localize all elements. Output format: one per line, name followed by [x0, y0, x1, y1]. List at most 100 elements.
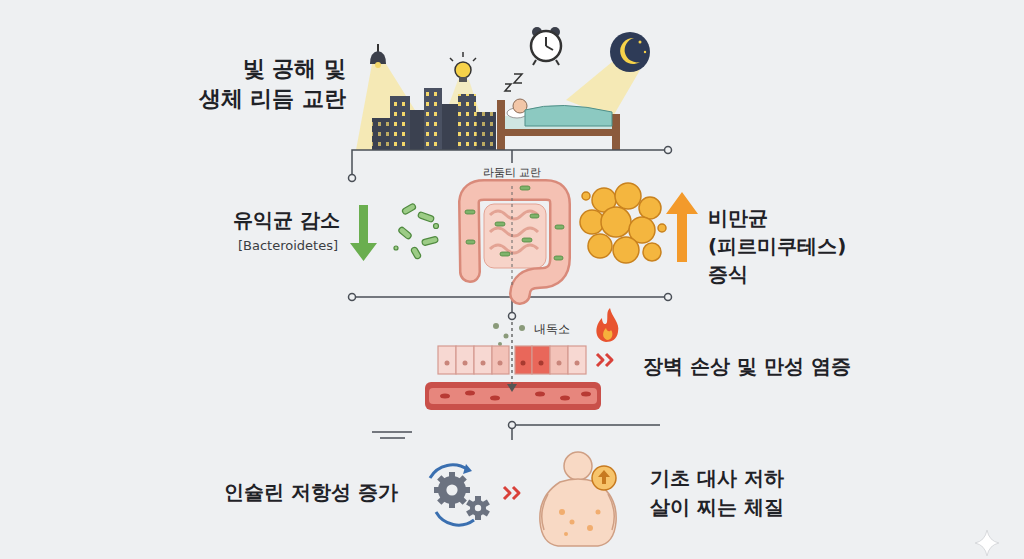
intestine-illustration — [469, 190, 560, 294]
good-bacteria — [398, 226, 413, 240]
gear-icon — [438, 476, 466, 504]
clock-icon — [545, 37, 547, 46]
flow-brackets — [512, 425, 660, 440]
intestine-illustration — [530, 214, 539, 218]
bulb-icon — [455, 62, 471, 78]
lamp-icon — [370, 44, 386, 68]
blood-vessel — [535, 392, 545, 397]
sub-label: [Bacteroidetes] — [238, 238, 338, 254]
flame-icon — [596, 308, 618, 342]
cell-nuclei — [445, 361, 450, 366]
bed-icon — [525, 105, 612, 126]
gear-icon — [430, 464, 490, 525]
endotoxin-dots — [498, 342, 502, 346]
city-skyline — [442, 104, 458, 150]
person-figure — [559, 509, 601, 536]
cell-nuclei — [498, 361, 503, 366]
gut-wall-cells — [474, 346, 492, 374]
intestine-illustration — [555, 225, 564, 229]
good-bacteria — [421, 236, 438, 246]
clock-icon — [533, 60, 536, 65]
stage-label: 장벽 손상 및 만성 염증 — [643, 354, 851, 378]
stage-label: 인슐린 저항성 증가 — [224, 480, 398, 504]
bad-bacteria — [639, 197, 661, 219]
blood-vessel — [425, 382, 601, 410]
lamp-icon — [375, 62, 381, 68]
intestine-illustration — [490, 211, 538, 253]
cell-nuclei — [463, 361, 468, 366]
bed-icon — [497, 74, 620, 150]
good-bacteria — [417, 211, 434, 222]
leak-arrow — [507, 384, 517, 392]
bracket-dots — [665, 294, 672, 301]
bad-bacteria — [643, 243, 661, 261]
leak-arrow — [511, 322, 512, 386]
intestine-illustration — [465, 186, 564, 260]
intestine-illustration — [512, 186, 513, 286]
city-skyline — [424, 88, 442, 150]
clock-icon — [546, 46, 553, 50]
gear-icon — [446, 484, 457, 495]
person-figure — [564, 452, 592, 480]
cell-nuclei — [521, 361, 526, 366]
increase-arrow — [666, 192, 698, 262]
chevrons — [513, 487, 519, 499]
person-figure — [587, 525, 593, 531]
stage-label: 유익균 감소 — [233, 208, 340, 232]
chevrons — [504, 487, 510, 499]
bed-icon — [497, 128, 620, 136]
flow-brackets — [372, 431, 412, 433]
endotoxin-dots — [519, 325, 525, 331]
flow-brackets — [511, 150, 513, 163]
cell-nuclei — [481, 361, 486, 366]
moon-icon — [610, 32, 650, 72]
moon-icon — [644, 51, 646, 53]
city-skyline — [372, 88, 496, 150]
chevrons — [606, 354, 612, 366]
person-figure — [598, 470, 610, 484]
bad-bacteria — [615, 183, 641, 209]
bulb-icon — [462, 52, 464, 57]
intestine-illustration — [554, 256, 563, 260]
bracket-dots — [349, 294, 356, 301]
lamp-icon — [377, 44, 379, 52]
person-figure — [559, 509, 565, 515]
city-skyline — [424, 88, 442, 150]
bad-bacteria — [658, 224, 666, 232]
bracket-dots — [509, 422, 516, 429]
intestine-illustration — [495, 222, 505, 226]
gut-wall-cells — [456, 346, 474, 374]
blood-vessel — [581, 392, 591, 397]
bracket-dots — [349, 175, 356, 182]
bed-icon — [505, 84, 511, 91]
endotoxin-dots — [493, 323, 525, 346]
person-figure — [540, 452, 616, 546]
bulb-icon — [473, 58, 476, 61]
intestine-illustration — [469, 190, 560, 294]
stage-label: 비만균 (피르미쿠테스) 증식 — [708, 204, 883, 288]
intestine-illustration — [522, 238, 532, 242]
sparkle-mark — [975, 530, 999, 556]
intestine-illustration — [465, 186, 564, 294]
leak-arrow — [507, 322, 517, 392]
flow-brackets — [380, 437, 405, 439]
flow-brackets — [352, 150, 668, 440]
stage-title: 빛 공해 및 생체 리듬 교란 — [146, 54, 346, 113]
city-skyline — [476, 112, 496, 150]
bed-icon — [514, 74, 522, 83]
person-figure — [592, 466, 616, 490]
bulb-icon — [459, 77, 467, 82]
city-skyline — [458, 94, 476, 150]
gear-icon — [463, 464, 472, 474]
gear-icon — [470, 500, 486, 516]
city-skyline — [390, 96, 410, 150]
flame-icon — [596, 308, 618, 342]
cell-nuclei — [575, 361, 580, 366]
blood-vessel — [465, 391, 475, 396]
good-bacteria — [410, 246, 421, 259]
good-bacteria — [434, 224, 439, 229]
gut-wall-cells — [568, 346, 586, 374]
